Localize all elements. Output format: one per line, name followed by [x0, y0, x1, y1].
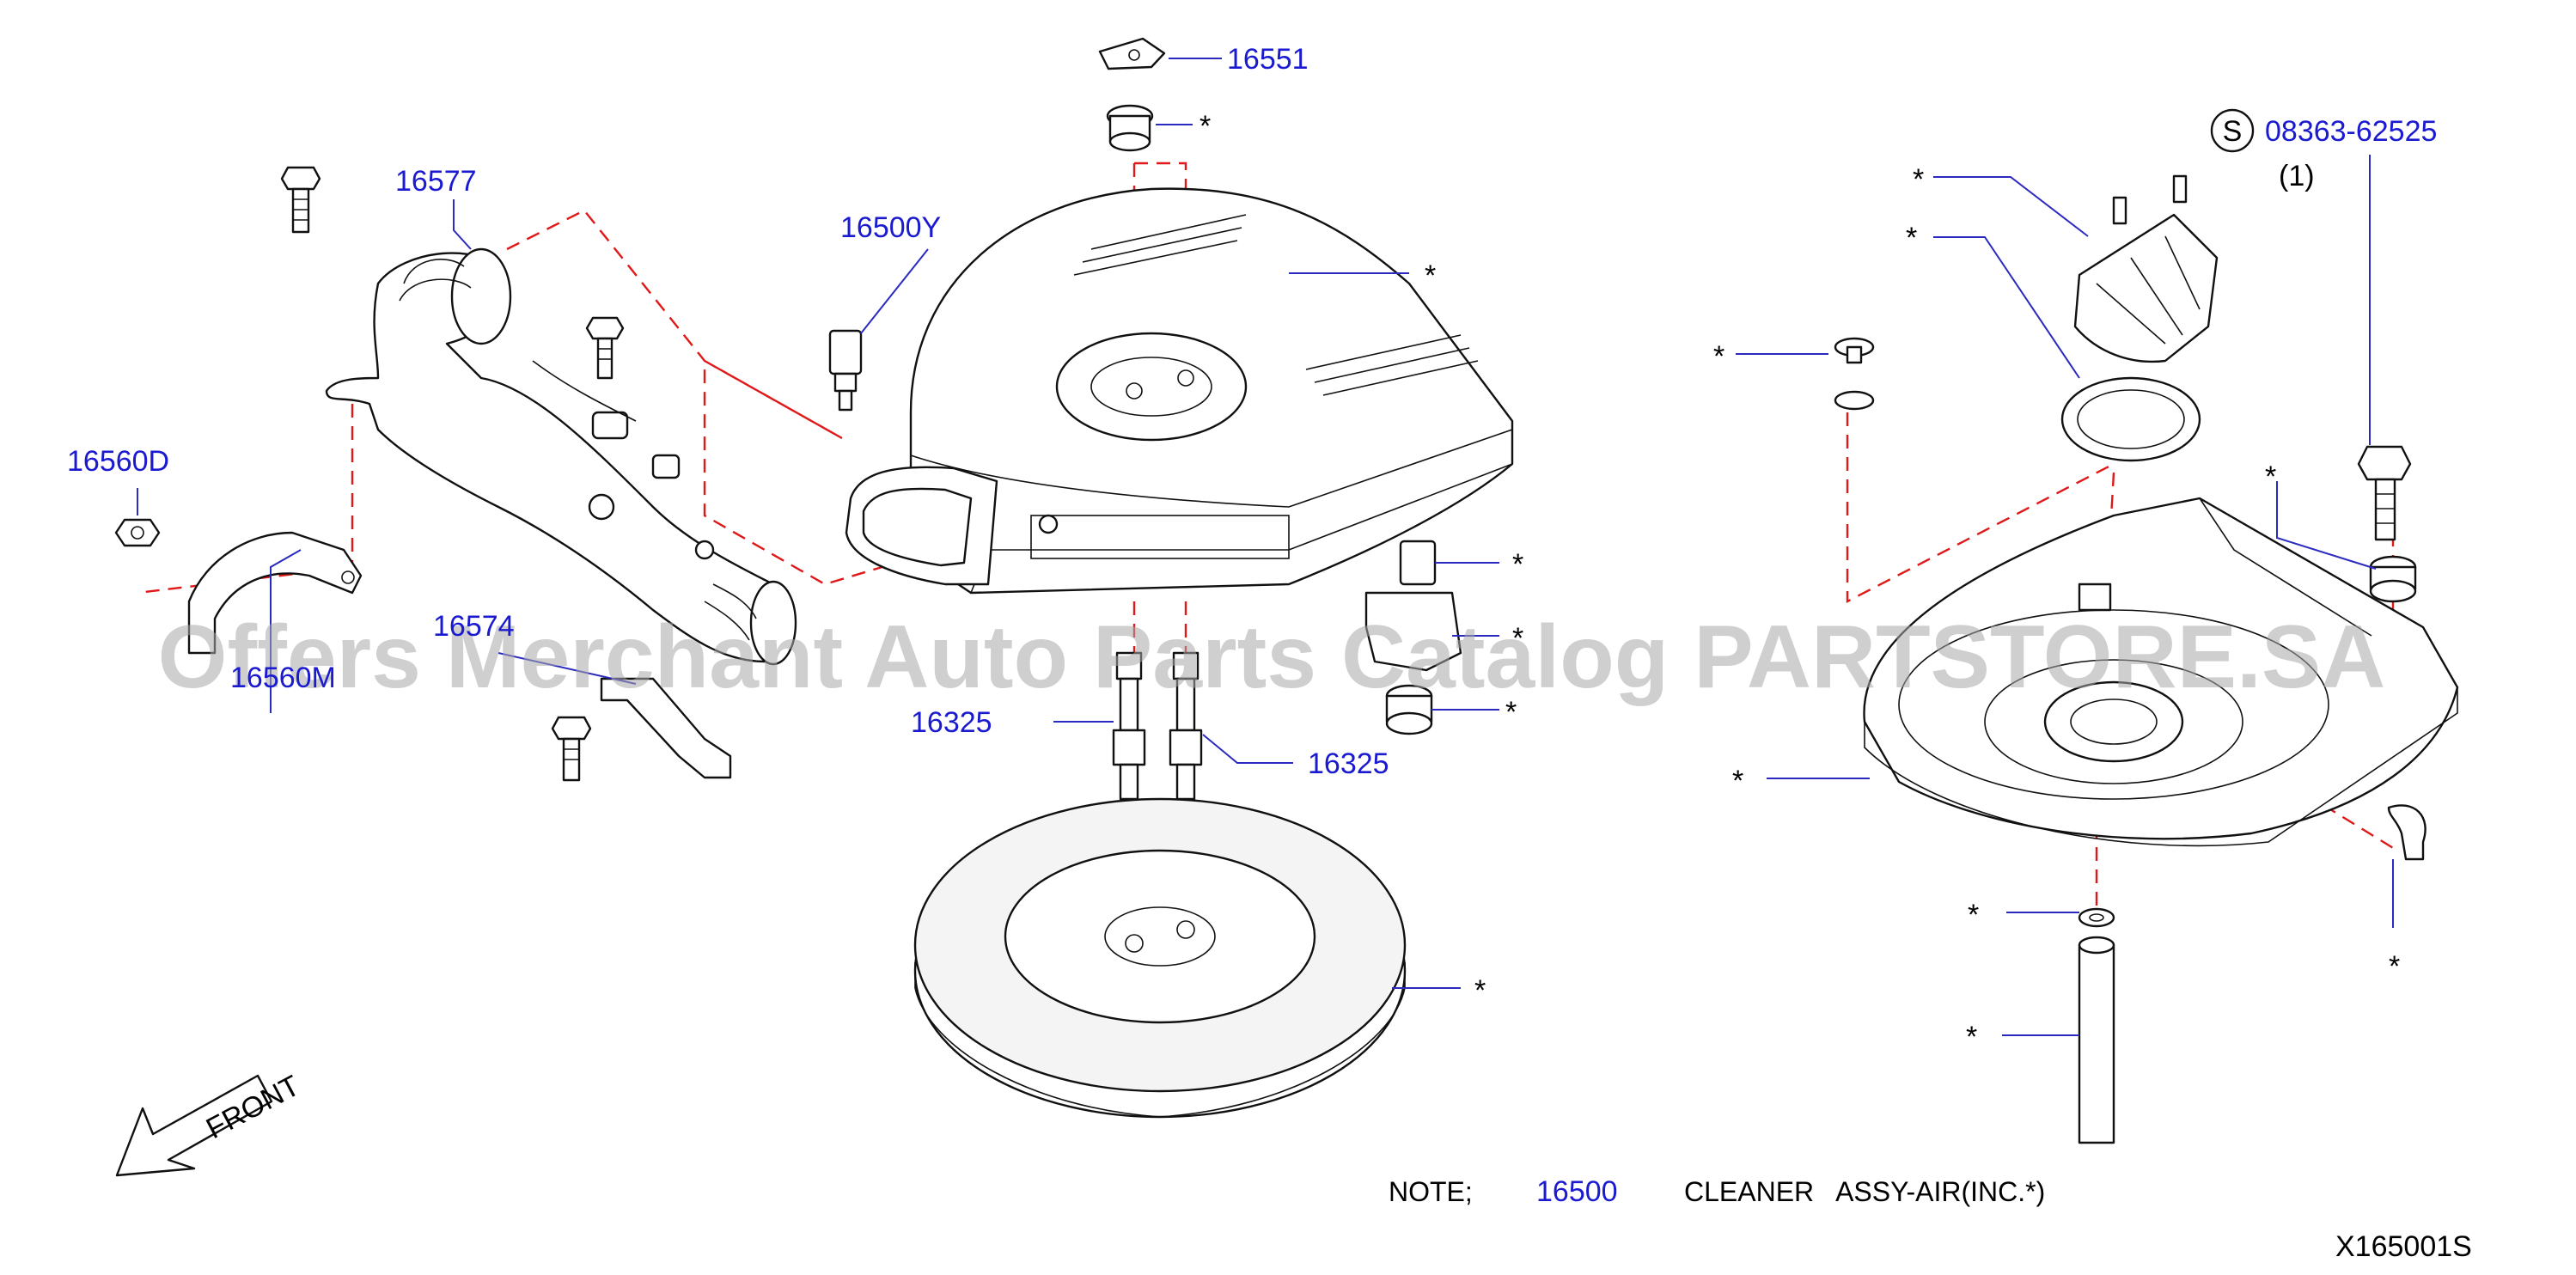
stud-16325-right: [1169, 651, 1203, 801]
label-16574[interactable]: 16574: [433, 610, 515, 643]
cushion-block: [1399, 540, 1437, 586]
label-star-bracket-clip: *: [1512, 622, 1523, 655]
grommet-right-side: [2369, 555, 2417, 603]
hook-clip: [2387, 804, 2426, 861]
resonator-cap: [2073, 174, 2219, 363]
label-star-lower-case: *: [1732, 765, 1743, 797]
washer-small: [2078, 907, 2115, 928]
watermark-text: Offers Merchant Auto Parts Catalog PARTS…: [158, 607, 2386, 707]
diagram-code: X165001S: [2335, 1230, 2472, 1263]
label-08363-62525[interactable]: 08363-62525: [2265, 115, 2437, 148]
leader-lines: [137, 58, 2394, 1036]
s-circle-symbol: [2210, 108, 2255, 153]
clip-small-upper: [1834, 337, 1875, 411]
bolt-mid-left: [585, 316, 625, 380]
label-star-hose: *: [1966, 1021, 1977, 1053]
label-16325-right[interactable]: 16325: [1308, 747, 1389, 780]
s-circle-letter: S: [2223, 115, 2243, 148]
label-star-cushion: *: [1512, 548, 1523, 581]
air-filter-element: [913, 797, 1407, 1119]
bolt-top-left: [280, 166, 321, 234]
air-cleaner-lower-case: [1863, 497, 2459, 847]
seal-ring: [2060, 376, 2201, 462]
label-16325-left[interactable]: 16325: [911, 706, 992, 739]
label-16551[interactable]: 16551: [1227, 43, 1309, 76]
grommet-top: [1106, 104, 1154, 152]
note-part-number[interactable]: 16500: [1536, 1175, 1618, 1208]
label-star-clip-upper: *: [1713, 340, 1724, 373]
label-star-filter: *: [1474, 974, 1486, 1007]
label-star-grommet-top: *: [1199, 110, 1211, 143]
bracket-16574: [600, 677, 732, 779]
bracket-clip: [1364, 591, 1462, 672]
note-prefix: NOTE;: [1389, 1176, 1473, 1207]
grommet-right: [1385, 684, 1433, 735]
label-star-grommet-side: *: [2265, 461, 2276, 493]
note-description: CLEANER ASSY-AIR(INC.*): [1684, 1176, 2045, 1207]
nut-16560D: [114, 518, 161, 547]
label-16577[interactable]: 16577: [395, 165, 477, 198]
air-duct-assembly: [325, 247, 797, 666]
label-star-resonator: *: [1913, 163, 1924, 196]
air-inlet-snorkel: [845, 466, 998, 586]
label-star-washer: *: [1968, 899, 1979, 931]
stud-16325-left: [1112, 651, 1146, 801]
label-star-seal-ring: *: [1906, 222, 1917, 254]
bolt-lower-left: [551, 716, 592, 782]
label-star-upper-case: *: [1425, 259, 1436, 292]
clip-16551: [1098, 37, 1166, 70]
label-qty-08363: (1): [2279, 160, 2315, 192]
air-cleaner-upper-case: [909, 187, 1514, 595]
label-16560D[interactable]: 16560D: [67, 445, 169, 478]
label-16560M[interactable]: 16560M: [230, 662, 336, 694]
label-16500Y[interactable]: 16500Y: [840, 211, 941, 244]
front-arrow-icon: [115, 1074, 273, 1177]
label-star-grommet-right: *: [1505, 696, 1517, 729]
bracket-16560M: [187, 531, 363, 655]
drain-hose: [2078, 936, 2115, 1144]
bolt-08363-62525: [2357, 445, 2412, 541]
label-star-hook: *: [2389, 950, 2400, 983]
sensor-16500Y: [828, 329, 863, 412]
